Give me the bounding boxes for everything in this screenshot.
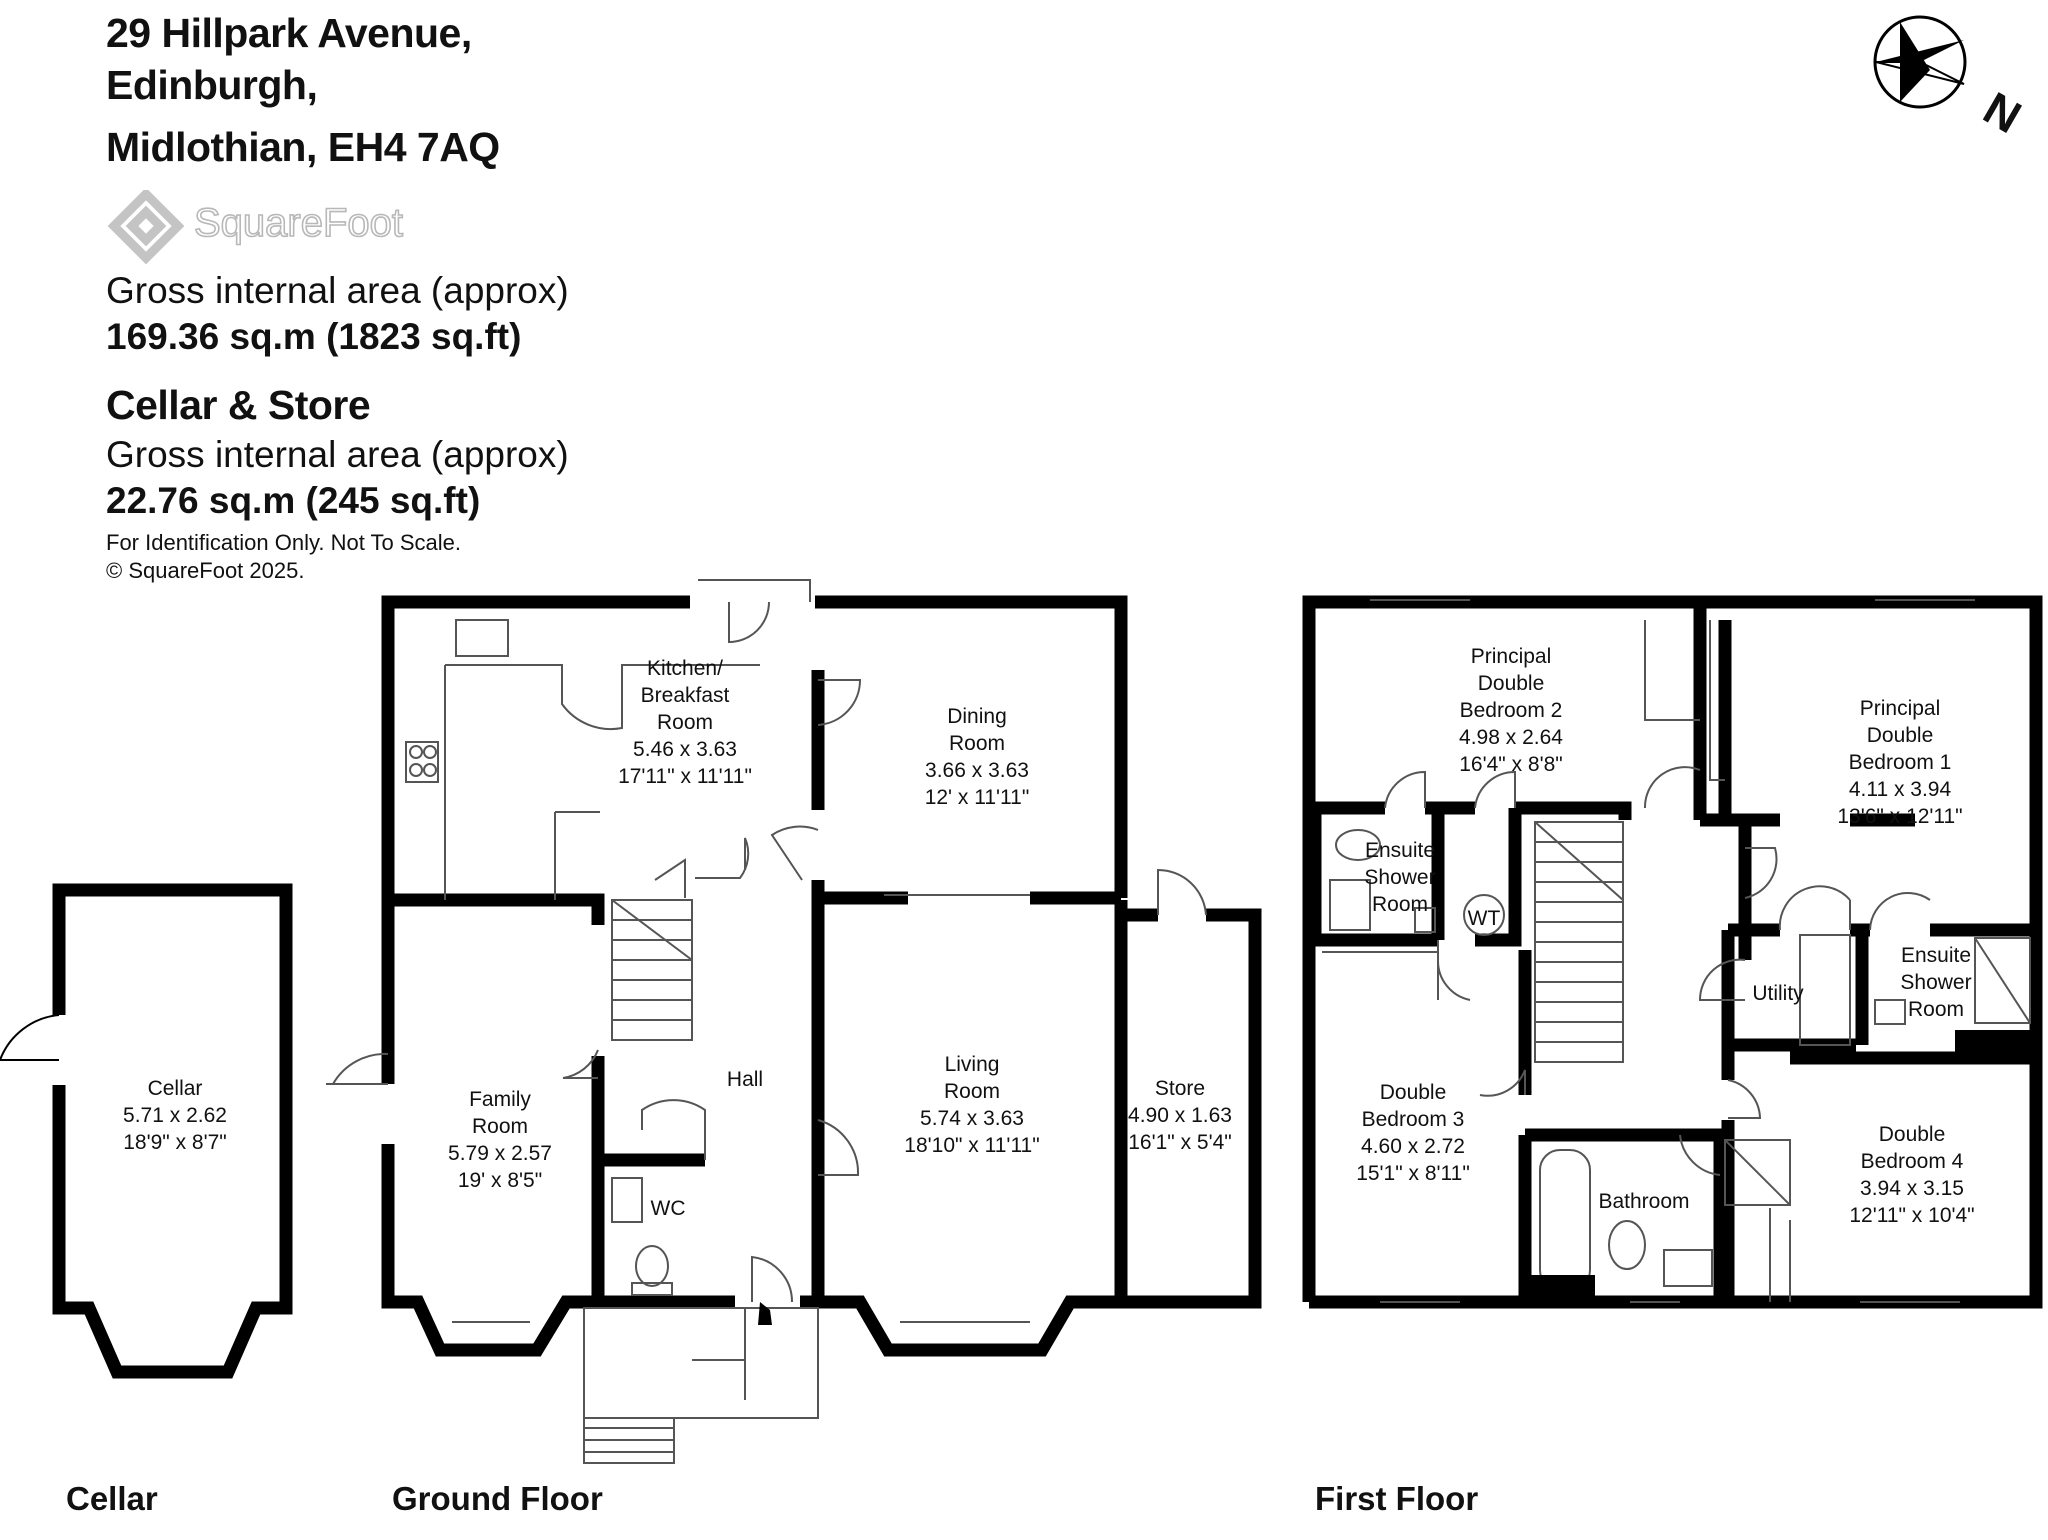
svg-text:17'11" x 11'11": 17'11" x 11'11" bbox=[618, 765, 752, 788]
svg-text:15'1" x 8'11": 15'1" x 8'11" bbox=[1356, 1162, 1470, 1185]
svg-text:Double: Double bbox=[1867, 724, 1934, 747]
squarefoot-logo-icon bbox=[107, 187, 185, 265]
svg-text:Bedroom 2: Bedroom 2 bbox=[1460, 699, 1563, 722]
room-label-utility: Utility bbox=[1752, 982, 1804, 1005]
room-label-kitchen: Kitchen/ Breakfast Room 5.46 x 3.63 17'1… bbox=[618, 657, 752, 788]
svg-text:Double: Double bbox=[1879, 1123, 1946, 1146]
svg-text:Room: Room bbox=[1372, 893, 1428, 916]
svg-text:Breakfast: Breakfast bbox=[641, 684, 730, 707]
entrance-arrow-icon bbox=[758, 1302, 772, 1325]
cellar-gia-label: Gross internal area (approx) bbox=[106, 434, 569, 475]
compass-north-label: N bbox=[1975, 82, 2030, 144]
cellar-store-title: Cellar & Store bbox=[106, 382, 371, 428]
svg-text:Shower: Shower bbox=[1364, 866, 1435, 889]
svg-text:Cellar: Cellar bbox=[148, 1077, 203, 1100]
svg-text:Store: Store bbox=[1155, 1077, 1205, 1100]
room-label-bathroom: Bathroom bbox=[1598, 1190, 1689, 1213]
gia-label: Gross internal area (approx) bbox=[106, 270, 569, 311]
svg-text:18'10" x 11'11": 18'10" x 11'11" bbox=[904, 1134, 1039, 1157]
room-label-ensuite-1: Ensuite Shower Room bbox=[1364, 839, 1435, 916]
room-label-store: Store 4.90 x 1.63 16'1" x 5'4" bbox=[1128, 1077, 1232, 1154]
svg-text:Room: Room bbox=[472, 1115, 528, 1138]
floor-label-cellar: Cellar bbox=[66, 1480, 158, 1517]
svg-text:Double: Double bbox=[1478, 672, 1545, 695]
svg-text:4.60 x 2.72: 4.60 x 2.72 bbox=[1361, 1135, 1465, 1158]
room-label-bedroom-3: Double Bedroom 3 4.60 x 2.72 15'1" x 8'1… bbox=[1356, 1081, 1470, 1185]
svg-text:Bedroom 4: Bedroom 4 bbox=[1861, 1150, 1964, 1173]
svg-text:Room: Room bbox=[657, 711, 713, 734]
room-label-cellar: Cellar 5.71 x 2.62 18'9" x 8'7" bbox=[123, 1077, 227, 1154]
cellar-gia-value: 22.76 sq.m (245 sq.ft) bbox=[106, 480, 481, 521]
svg-text:19' x 8'5": 19' x 8'5" bbox=[458, 1169, 542, 1192]
room-label-bedroom-4: Double Bedroom 4 3.94 x 3.15 12'11" x 10… bbox=[1849, 1123, 1974, 1227]
svg-text:Room: Room bbox=[944, 1080, 1000, 1103]
svg-text:12'11" x 10'4": 12'11" x 10'4" bbox=[1849, 1204, 1974, 1227]
room-label-bedroom-2: Principal Double Bedroom 2 4.98 x 2.64 1… bbox=[1459, 645, 1563, 776]
north-compass-icon bbox=[1873, 15, 1967, 109]
svg-text:Bedroom 1: Bedroom 1 bbox=[1849, 751, 1952, 774]
squarefoot-logo: SquareFoot bbox=[106, 187, 426, 275]
squarefoot-wordmark: SquareFoot bbox=[194, 201, 403, 245]
svg-text:Living: Living bbox=[945, 1053, 1000, 1076]
floor-label-ground: Ground Floor bbox=[392, 1480, 603, 1517]
room-label-bedroom-1: Principal Double Bedroom 1 4.11 x 3.94 1… bbox=[1837, 697, 1962, 828]
svg-text:3.66 x 3.63: 3.66 x 3.63 bbox=[925, 759, 1029, 782]
svg-text:5.46 x 3.63: 5.46 x 3.63 bbox=[633, 738, 737, 761]
svg-text:5.79 x 2.57: 5.79 x 2.57 bbox=[448, 1142, 552, 1165]
room-label-hall: Hall bbox=[727, 1068, 763, 1091]
svg-text:3.94 x 3.15: 3.94 x 3.15 bbox=[1860, 1177, 1964, 1200]
room-label-family: Family Room 5.79 x 2.57 19' x 8'5" bbox=[448, 1088, 552, 1192]
svg-text:Ensuite: Ensuite bbox=[1901, 944, 1971, 967]
room-label-wt: WT bbox=[1468, 907, 1501, 930]
svg-text:13'6" x 12'11": 13'6" x 12'11" bbox=[1837, 805, 1962, 828]
svg-text:4.98 x 2.64: 4.98 x 2.64 bbox=[1459, 726, 1563, 749]
ground-floor-walls bbox=[381, 595, 1128, 1357]
svg-text:Kitchen/: Kitchen/ bbox=[647, 657, 723, 680]
svg-text:18'9" x 8'7": 18'9" x 8'7" bbox=[123, 1131, 227, 1154]
svg-text:Principal: Principal bbox=[1471, 645, 1552, 668]
svg-text:4.90 x 1.63: 4.90 x 1.63 bbox=[1128, 1104, 1232, 1127]
svg-text:5.71 x 2.62: 5.71 x 2.62 bbox=[123, 1104, 227, 1127]
address-line-3: Midlothian, EH4 7AQ bbox=[106, 124, 500, 170]
svg-text:Family: Family bbox=[469, 1088, 531, 1111]
disclaimer: For Identification Only. Not To Scale. bbox=[106, 530, 462, 555]
svg-text:Room: Room bbox=[949, 732, 1005, 755]
svg-text:Double: Double bbox=[1380, 1081, 1447, 1104]
svg-text:Principal: Principal bbox=[1860, 697, 1941, 720]
room-label-living: Living Room 5.74 x 3.63 18'10" x 11'11" bbox=[904, 1053, 1039, 1157]
cellar-plan bbox=[52, 883, 293, 1379]
copyright: © SquareFoot 2025. bbox=[106, 558, 305, 583]
svg-text:16'4" x 8'8": 16'4" x 8'8" bbox=[1459, 753, 1563, 776]
svg-text:Room: Room bbox=[1908, 998, 1964, 1021]
address-line-2: Edinburgh, bbox=[106, 62, 318, 108]
svg-text:4.11 x 3.94: 4.11 x 3.94 bbox=[1849, 778, 1952, 801]
svg-text:Ensuite: Ensuite bbox=[1365, 839, 1435, 862]
svg-text:Bedroom 3: Bedroom 3 bbox=[1362, 1108, 1465, 1131]
room-label-ensuite-2: Ensuite Shower Room bbox=[1900, 944, 1971, 1021]
ground-floor-fixtures bbox=[326, 579, 1207, 1464]
room-label-dining: Dining Room 3.66 x 3.63 12' x 11'11" bbox=[925, 705, 1030, 809]
svg-text:Dining: Dining bbox=[947, 705, 1007, 728]
svg-text:5.74 x 3.63: 5.74 x 3.63 bbox=[920, 1107, 1024, 1130]
first-floor-fixtures bbox=[1322, 599, 2031, 1303]
floor-label-first: First Floor bbox=[1315, 1480, 1479, 1517]
svg-text:16'1" x 5'4": 16'1" x 5'4" bbox=[1128, 1131, 1232, 1154]
svg-text:12' x 11'11": 12' x 11'11" bbox=[925, 786, 1030, 809]
gia-value: 169.36 sq.m (1823 sq.ft) bbox=[106, 316, 522, 357]
svg-text:Shower: Shower bbox=[1900, 971, 1971, 994]
address-line-1: 29 Hillpark Avenue, bbox=[106, 10, 472, 56]
room-label-wc: WC bbox=[651, 1197, 686, 1220]
